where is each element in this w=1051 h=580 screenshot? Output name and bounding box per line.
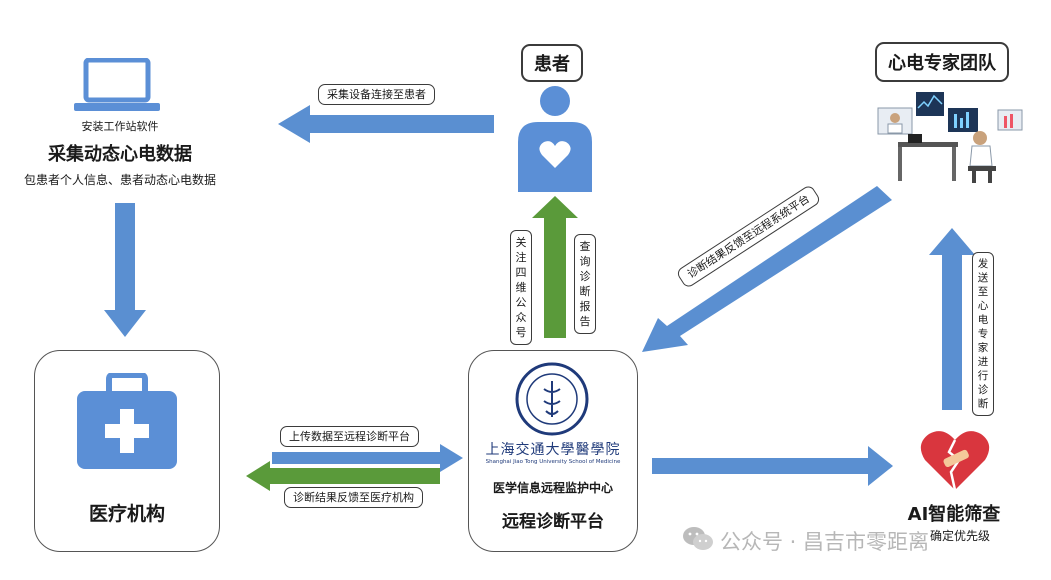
arrow-platform-to-patient bbox=[532, 196, 578, 338]
hospital-title: 医疗机构 bbox=[88, 503, 165, 525]
patient-figure-icon bbox=[518, 86, 592, 192]
arrow-team-to-platform bbox=[642, 186, 892, 352]
medical-kit-icon bbox=[77, 373, 177, 469]
laptop-icon bbox=[74, 58, 160, 111]
heart-icon bbox=[539, 141, 571, 168]
label-ai-to-team: 发送至心电专家进行诊断 bbox=[972, 252, 994, 416]
expert-team-illustration bbox=[877, 92, 1023, 183]
platform-logo-text: 上海交通大學醫學院 bbox=[485, 442, 621, 458]
hospital-card: 医疗机构 bbox=[34, 350, 220, 552]
platform-card: 上海交通大學醫學院 Shanghai Jiao Tong University … bbox=[468, 350, 638, 552]
broken-heart-icon bbox=[920, 431, 990, 491]
laptop-caption: 安装工作站软件 bbox=[81, 120, 159, 133]
arrow-platform-to-ai bbox=[652, 446, 893, 486]
patient-title: 患者 bbox=[521, 44, 583, 82]
watermark-text: 公众号 · 昌吉市零距离 bbox=[720, 530, 930, 554]
arrow-patient-to-laptop bbox=[278, 105, 494, 143]
platform-center-label: 医学信息远程监护中心 bbox=[492, 481, 613, 495]
arrow-upload bbox=[272, 444, 463, 472]
ai-subtitle: 确定优先级 bbox=[929, 529, 990, 543]
ai-title: AI智能筛查 bbox=[907, 504, 1001, 525]
arrow-laptop-to-hospital bbox=[104, 203, 146, 337]
label-follow: 关注四维公众号 bbox=[510, 230, 532, 345]
laptop-subtitle: 包患者个人信息、患者动态心电数据 bbox=[23, 173, 216, 187]
arrow-ai-to-team bbox=[929, 228, 975, 410]
platform-title: 远程诊断平台 bbox=[502, 512, 604, 532]
wechat-icon bbox=[683, 527, 713, 550]
label-feedback: 诊断结果反馈至医疗机构 bbox=[284, 487, 423, 508]
arrow-feedback bbox=[246, 461, 440, 491]
team-title: 心电专家团队 bbox=[875, 42, 1009, 82]
label-patient-to-laptop: 采集设备连接至患者 bbox=[318, 84, 435, 105]
university-seal-icon bbox=[515, 362, 589, 436]
label-upload: 上传数据至远程诊断平台 bbox=[280, 426, 419, 447]
laptop-title: 采集动态心电数据 bbox=[48, 144, 192, 165]
label-query: 查询诊断报告 bbox=[574, 234, 596, 334]
platform-logo-sub: Shanghai Jiao Tong University School of … bbox=[485, 459, 621, 465]
